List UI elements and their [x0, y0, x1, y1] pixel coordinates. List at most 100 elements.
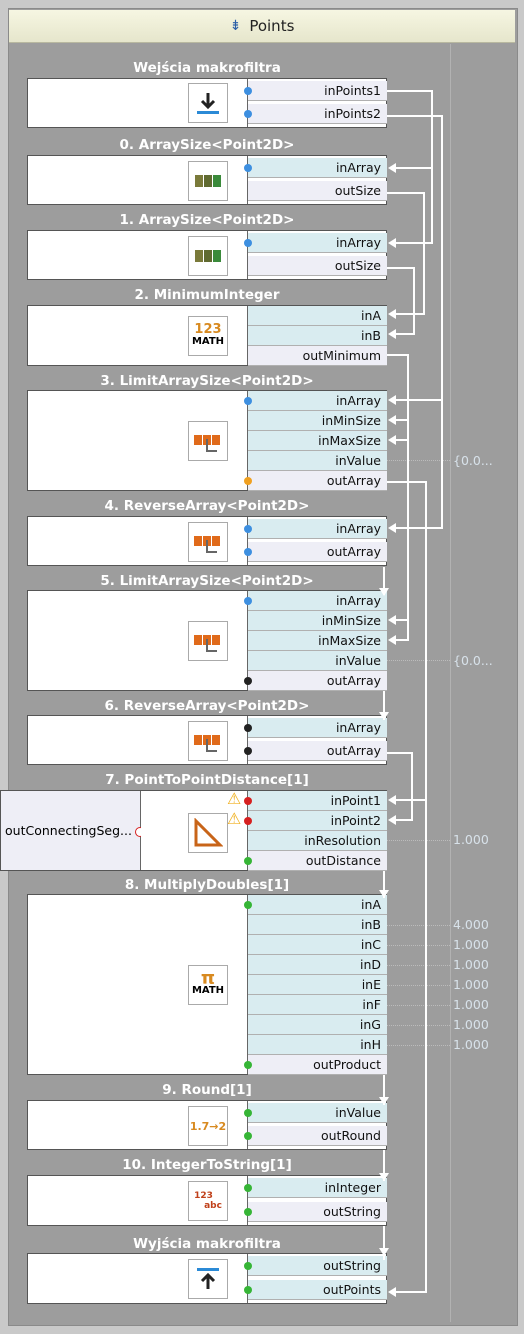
array-size-icon	[188, 236, 228, 276]
upload-arrow-icon	[188, 1259, 228, 1299]
port-outDistance[interactable]: outDistance	[244, 851, 387, 871]
port-inArray[interactable]: inArray	[244, 233, 387, 253]
port-inMaxSize[interactable]: inMaxSize	[248, 631, 387, 651]
window-title-bar: ⇟ Points	[9, 10, 515, 43]
wire-b3-outArray	[387, 481, 427, 1293]
ruler-triangle-icon	[188, 813, 228, 853]
block-reversearray-4[interactable]: inArray outArray	[27, 516, 387, 566]
port-outMinimum[interactable]: outMinimum	[248, 346, 387, 366]
constant-b8-inG[interactable]: 1.000	[453, 1017, 489, 1032]
port-inC[interactable]: inC	[248, 935, 387, 955]
array-op-icon	[188, 522, 228, 562]
port-inResolution[interactable]: inResolution	[248, 831, 387, 851]
port-inInteger[interactable]: inInteger	[244, 1178, 387, 1198]
constants-column-divider	[450, 44, 451, 1322]
block-header-reversearray-4[interactable]: 4. ReverseArray<Point2D>	[104, 498, 310, 514]
port-inValue[interactable]: inValue	[244, 1103, 387, 1123]
array-op-icon	[188, 621, 228, 661]
port-inPoints2[interactable]: inPoints2	[244, 104, 387, 124]
port-inMaxSize[interactable]: inMaxSize	[248, 431, 387, 451]
port-inMinSize[interactable]: inMinSize	[248, 611, 387, 631]
port-inG[interactable]: inG	[248, 1015, 387, 1035]
wire-b0-outSize	[387, 192, 425, 315]
block-inputs[interactable]: inPoints1 inPoints2	[27, 78, 387, 128]
port-outSize[interactable]: outSize	[248, 181, 387, 201]
block-header-arraysize-0[interactable]: 0. ArraySize<Point2D>	[119, 137, 295, 153]
port-outProduct[interactable]: outProduct	[244, 1055, 387, 1075]
port-inB[interactable]: inB	[248, 326, 387, 346]
constant-b7-inResolution[interactable]: 1.000	[453, 832, 489, 847]
port-outString[interactable]: outString	[244, 1202, 387, 1222]
block-header-minimuminteger[interactable]: 2. MinimumInteger	[134, 287, 280, 303]
constant-b8-inD[interactable]: 1.000	[453, 957, 489, 972]
warning-icon: ⚠	[227, 809, 242, 828]
port-inArray[interactable]: inArray	[244, 718, 387, 738]
constant-b8-inB[interactable]: 4.000	[453, 917, 489, 932]
port-inArray[interactable]: inArray	[244, 391, 387, 411]
block-header-limitarraysize-3[interactable]: 3. LimitArraySize<Point2D>	[100, 373, 314, 389]
block-header-reversearray-6[interactable]: 6. ReverseArray<Point2D>	[104, 698, 310, 714]
block-header-inputs[interactable]: Wejścia makrofiltra	[133, 60, 281, 76]
port-inE[interactable]: inE	[248, 975, 387, 995]
block-header-integertostring[interactable]: 10. IntegerToString[1]	[122, 1157, 292, 1173]
block-outputs[interactable]: outString outPoints	[27, 1253, 387, 1304]
port-outArray[interactable]: outArray	[244, 671, 387, 691]
port-inF[interactable]: inF	[248, 995, 387, 1015]
port-outString[interactable]: outString	[244, 1256, 387, 1276]
port-inMinSize[interactable]: inMinSize	[248, 411, 387, 431]
constant-b3-inValue[interactable]: {0.0...	[453, 453, 493, 468]
port-outSize[interactable]: outSize	[248, 256, 387, 276]
block-header-multiplydoubles[interactable]: 8. MultiplyDoubles[1]	[124, 877, 290, 893]
block-arraysize-1[interactable]: inArray outSize	[27, 230, 387, 280]
port-inArray[interactable]: inArray	[244, 591, 387, 611]
constant-b8-inH[interactable]: 1.000	[453, 1037, 489, 1052]
round-icon: 1.7→2	[188, 1106, 228, 1146]
block-header-outputs[interactable]: Wyjścia makrofiltra	[133, 1236, 281, 1252]
port-inValue[interactable]: inValue	[248, 651, 387, 671]
port-inValue[interactable]: inValue	[248, 451, 387, 471]
port-outPoints[interactable]: outPoints	[244, 1280, 387, 1300]
port-inPoint2[interactable]: inPoint2	[244, 811, 387, 831]
block-header-limitarraysize-5[interactable]: 5. LimitArraySize<Point2D>	[100, 573, 314, 589]
block-reversearray-6[interactable]: inArray outArray	[27, 715, 387, 765]
port-inB[interactable]: inB	[248, 915, 387, 935]
constant-b8-inC[interactable]: 1.000	[453, 937, 489, 952]
port-inArray[interactable]: inArray	[244, 519, 387, 539]
block-round[interactable]: 1.7→2 inValue outRound	[27, 1100, 387, 1150]
wire-minsize-branches	[395, 419, 408, 621]
port-inPoints1[interactable]: inPoints1	[244, 81, 387, 101]
constant-b8-inF[interactable]: 1.000	[453, 997, 489, 1012]
block-pointtopointdistance[interactable]: outConnectingSeg... ⚠ ⚠ inPoint1 inPoint…	[0, 789, 387, 871]
port-inD[interactable]: inD	[248, 955, 387, 975]
window-title: Points	[249, 17, 295, 35]
port-inH[interactable]: inH	[248, 1035, 387, 1055]
block-header-round[interactable]: 9. Round[1]	[162, 1082, 252, 1098]
wire-arrowheads	[379, 163, 396, 1297]
constant-b5-inValue[interactable]: {0.0...	[453, 653, 493, 668]
block-arraysize-0[interactable]: inArray outSize	[27, 155, 387, 205]
port-outArray[interactable]: outArray	[244, 542, 387, 562]
port-inArray[interactable]: inArray	[244, 158, 387, 178]
port-outArray[interactable]: outArray	[244, 741, 387, 761]
port-inA[interactable]: inA	[248, 306, 387, 326]
port-outArray[interactable]: outArray	[244, 471, 387, 491]
wire-group	[383, 90, 443, 1293]
block-limitarraysize-5[interactable]: inArray inMinSize inMaxSize inValue outA…	[27, 590, 387, 691]
block-limitarraysize-3[interactable]: inArray inMinSize inMaxSize inValue outA…	[27, 390, 387, 491]
block-header-arraysize-1[interactable]: 1. ArraySize<Point2D>	[119, 212, 295, 228]
block-header-pointtopointdistance[interactable]: 7. PointToPointDistance[1]	[105, 772, 309, 788]
port-outRound[interactable]: outRound	[244, 1126, 387, 1146]
wire-b1-outSize	[387, 267, 415, 335]
port-inA[interactable]: inA	[244, 895, 387, 915]
warning-icon: ⚠	[227, 789, 242, 808]
variable-list-icon: ⇟	[229, 18, 242, 34]
wire-outMinimum	[387, 354, 409, 641]
constant-b8-inE[interactable]: 1.000	[453, 977, 489, 992]
side-output-outConnectingSegment[interactable]: outConnectingSeg...	[1, 791, 145, 870]
port-inPoint1[interactable]: inPoint1	[244, 791, 387, 811]
